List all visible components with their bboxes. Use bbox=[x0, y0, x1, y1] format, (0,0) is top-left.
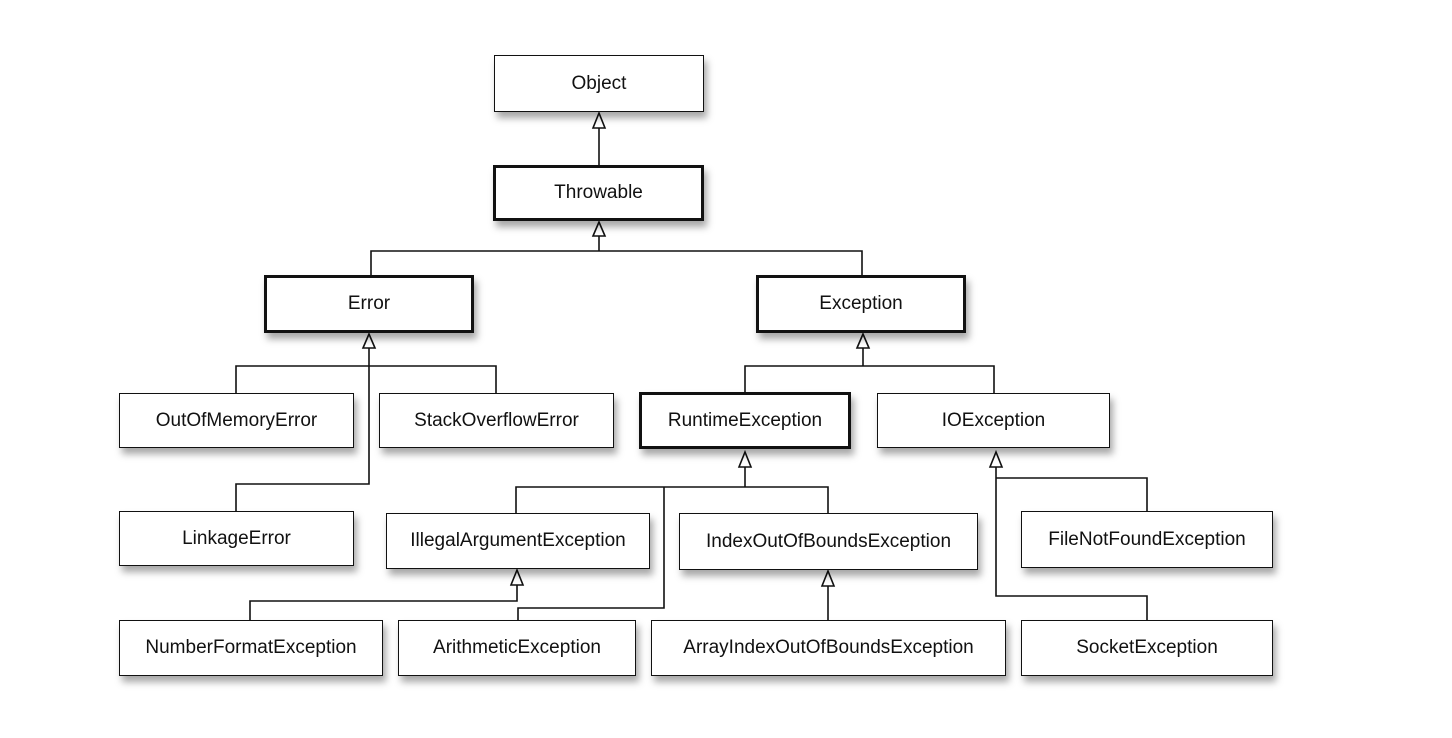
edge-exception-throwable bbox=[599, 250, 863, 275]
node-out-of-memory-error: OutOfMemoryError bbox=[119, 393, 354, 448]
arrowhead-illegal-argument bbox=[509, 567, 525, 586]
edge-io-exception bbox=[863, 365, 995, 393]
node-arithmetic-exception: ArithmeticException bbox=[398, 620, 636, 676]
arrowhead-io-exception bbox=[988, 449, 1004, 468]
edge-filenotfound-io bbox=[996, 477, 1148, 511]
edge-outofmemory-error bbox=[235, 365, 369, 393]
node-index-out-of-bounds-exception: IndexOutOfBoundsException bbox=[679, 513, 978, 570]
arrowhead-index-out-of-bounds bbox=[820, 568, 836, 587]
arrowhead-throwable bbox=[591, 219, 607, 237]
node-object: Object bbox=[494, 55, 704, 112]
node-socket-exception: SocketException bbox=[1021, 620, 1273, 676]
node-exception: Exception bbox=[756, 275, 966, 333]
edge-error-throwable bbox=[370, 250, 599, 275]
arrowhead-error bbox=[361, 331, 377, 349]
node-stack-overflow-error: StackOverflowError bbox=[379, 393, 614, 448]
edge-linkage-error bbox=[235, 348, 370, 511]
edge-illegalargument-runtime bbox=[515, 486, 745, 513]
arrowhead-object bbox=[591, 110, 607, 129]
edge-runtime-exception bbox=[744, 365, 863, 393]
node-io-exception: IOException bbox=[877, 393, 1110, 448]
edge-arithmetic-runtime bbox=[517, 487, 665, 620]
node-illegal-argument-exception: IllegalArgumentException bbox=[386, 513, 650, 569]
node-throwable: Throwable bbox=[493, 165, 704, 221]
node-linkage-error: LinkageError bbox=[119, 511, 354, 566]
node-number-format-exception: NumberFormatException bbox=[119, 620, 383, 676]
edge-indexoutofbounds-runtime bbox=[745, 486, 829, 513]
edge-socket-io bbox=[995, 467, 1148, 620]
arrowhead-runtime-exception bbox=[737, 449, 753, 468]
node-file-not-found-exception: FileNotFoundException bbox=[1021, 511, 1273, 568]
node-error: Error bbox=[264, 275, 474, 333]
node-runtime-exception: RuntimeException bbox=[639, 392, 851, 449]
edge-numberformat-illegalargument bbox=[249, 585, 518, 620]
edge-stackoverflow-error bbox=[369, 365, 497, 393]
node-array-index-out-of-bounds-exception: ArrayIndexOutOfBoundsException bbox=[651, 620, 1006, 676]
arrowhead-exception bbox=[855, 331, 871, 349]
